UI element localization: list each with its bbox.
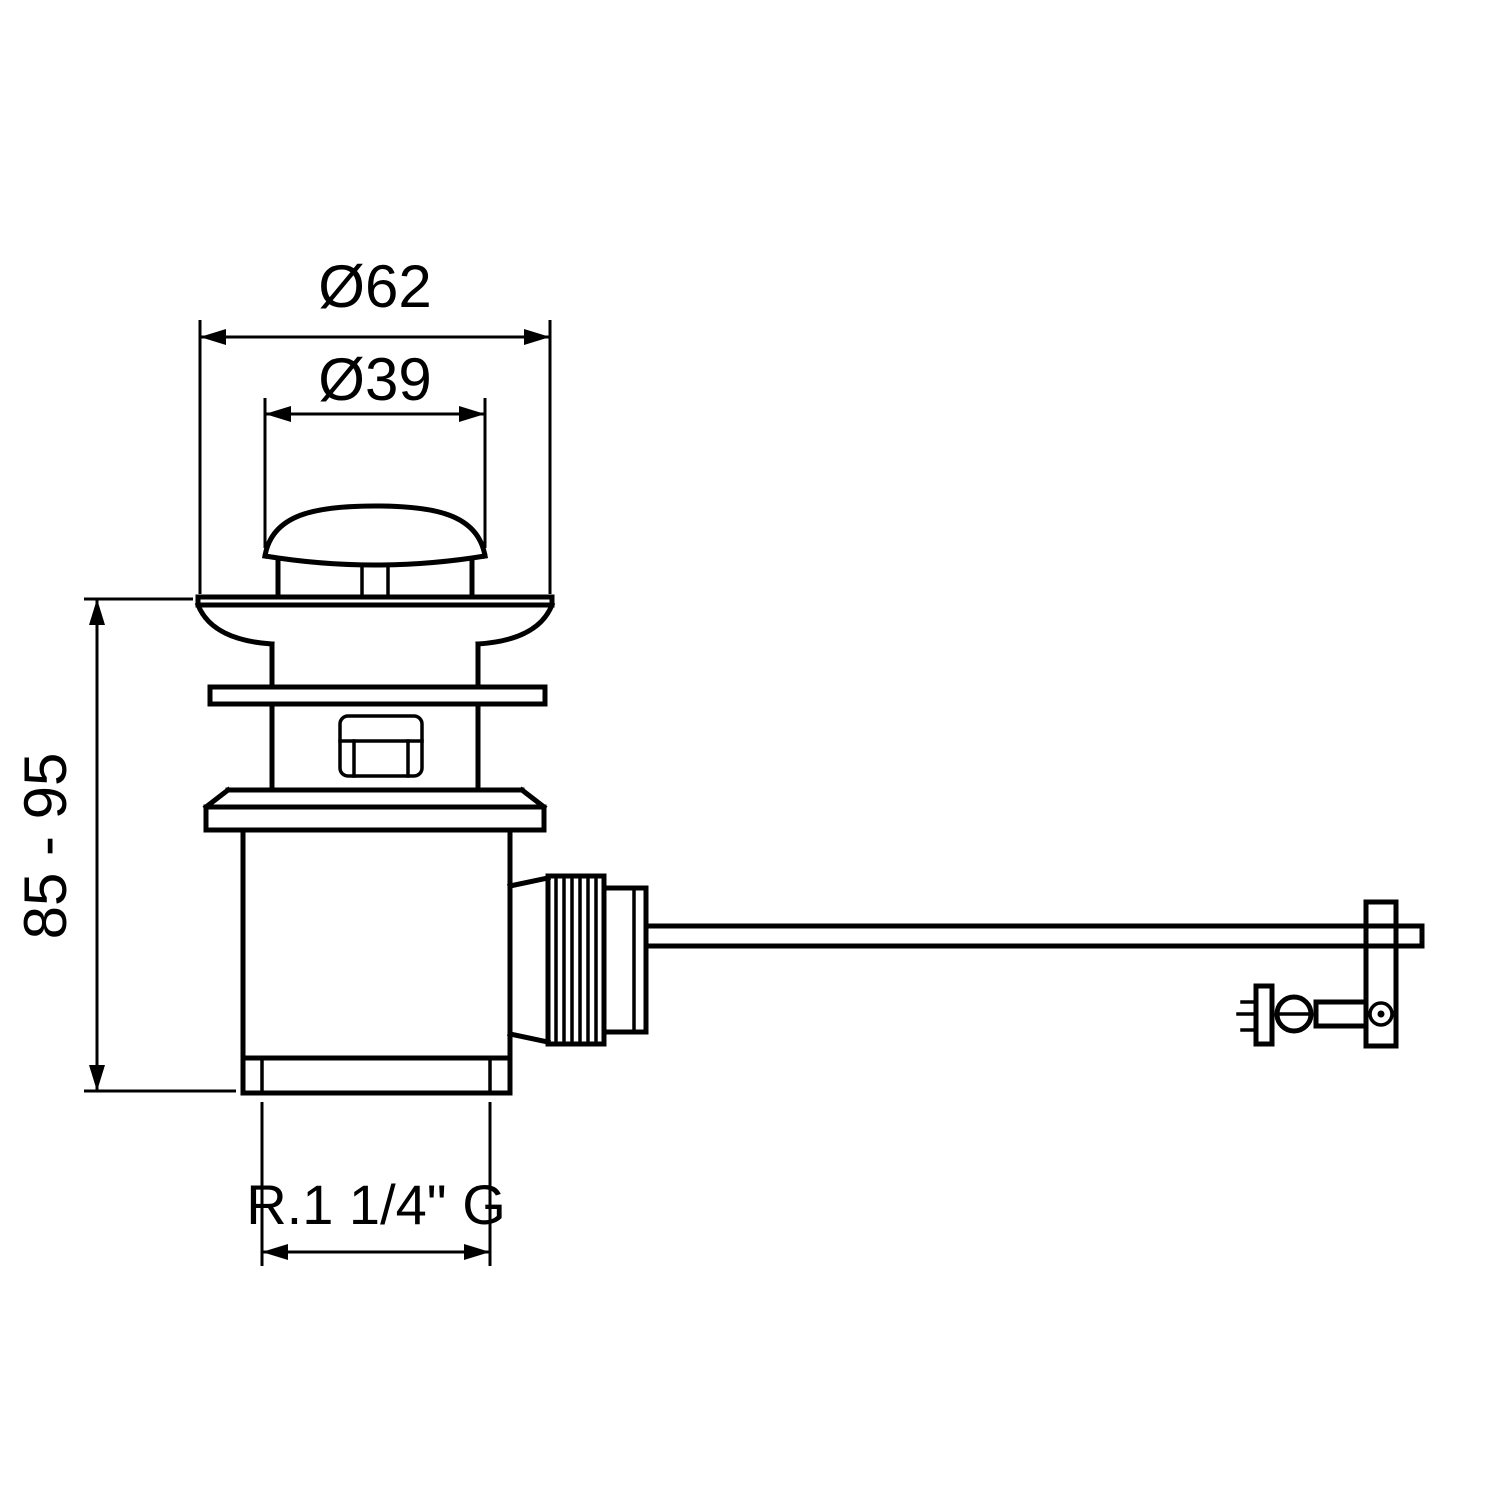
nut-bevel-right	[518, 786, 548, 811]
thread-label: R.1 1/4" G	[246, 1173, 506, 1236]
clevis-pin	[1368, 1001, 1394, 1027]
rod-linkage	[1236, 899, 1399, 1049]
upper-body	[269, 701, 481, 793]
arrow-right-icon	[464, 1244, 490, 1260]
arrow-down-icon	[89, 1065, 105, 1091]
flange-curve-left	[194, 601, 275, 647]
dimension-thread: R.1 1/4" G	[246, 1102, 506, 1266]
arrow-left-icon	[200, 329, 226, 345]
dome-rim	[262, 553, 488, 568]
drain-flange	[194, 594, 556, 690]
arrow-right-icon	[524, 329, 550, 345]
outer-diameter-label: Ø62	[318, 253, 431, 320]
arrow-up-icon	[89, 599, 105, 625]
nut-bevel-left	[202, 786, 232, 811]
height-range-label: 85 - 95	[12, 753, 79, 940]
dimension-inner-diameter: Ø39	[263, 346, 487, 548]
washer-plate	[207, 684, 548, 707]
main-body	[240, 827, 513, 1096]
arrow-left-icon	[262, 1244, 288, 1260]
clevis-pin-center	[1377, 1010, 1385, 1018]
pivot-pin	[1253, 983, 1275, 1047]
arrow-left-icon	[265, 406, 291, 422]
clevis-bar	[1363, 899, 1399, 1049]
dimension-height-range: 85 - 95	[12, 597, 236, 1093]
dome-top	[262, 503, 488, 559]
dimension-outer-diameter: Ø62	[198, 253, 552, 594]
pull-rod	[643, 923, 1425, 949]
slot-opening	[338, 714, 424, 778]
side-outlet	[507, 873, 649, 1047]
inner-diameter-label: Ø39	[318, 346, 431, 413]
locking-nut	[202, 786, 548, 833]
drain-plug-cap	[262, 503, 488, 600]
flange-curve-right	[475, 601, 556, 647]
outlet-top	[507, 875, 551, 889]
arrow-right-icon	[459, 406, 485, 422]
outlet-bottom	[507, 1031, 551, 1045]
